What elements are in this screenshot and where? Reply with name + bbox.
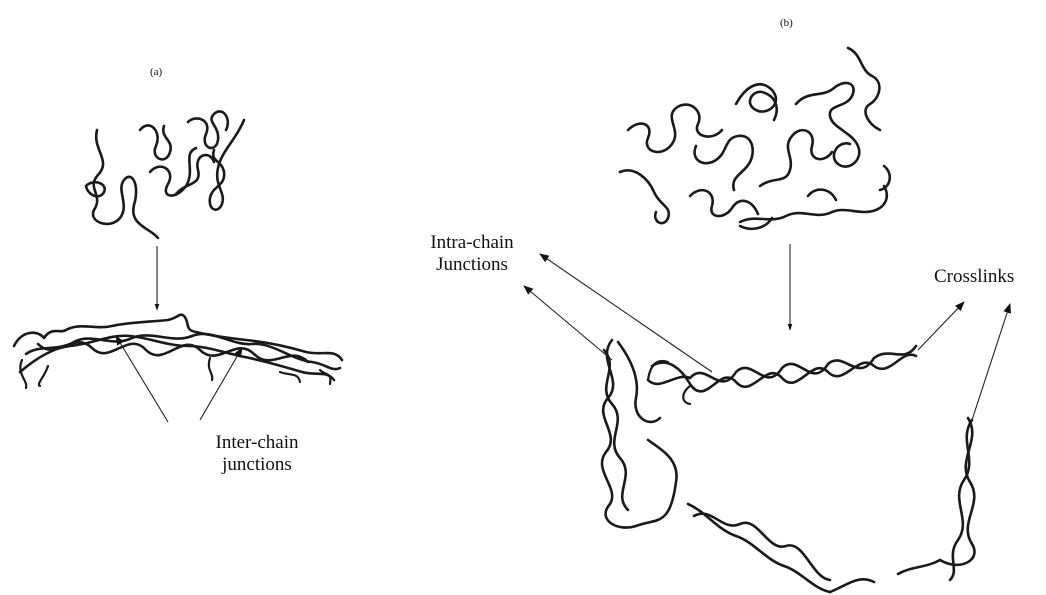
panel-a-junction-arrow-1 <box>116 336 168 422</box>
panel-b-label: (b) <box>780 17 793 30</box>
crosslinks-label: Crosslinks <box>934 266 1014 288</box>
crosslink-arrow-1 <box>918 302 964 350</box>
inter-chain-line-2: junctions <box>205 454 309 476</box>
panel-a-label: (a) <box>150 66 162 79</box>
panel-a-random-coils <box>86 111 244 238</box>
inter-chain-junctions-label: Inter-chain junctions <box>205 432 309 476</box>
crosslink-arrow-2 <box>972 304 1010 420</box>
panel-b-random-coils <box>620 48 890 229</box>
panel-a-aggregated-chains <box>14 315 342 388</box>
inter-chain-line-1: Inter-chain <box>205 432 309 454</box>
intra-chain-line-2: Junctions <box>410 254 534 276</box>
intra-chain-junctions-label: Intra-chain Junctions <box>410 232 534 276</box>
panel-a-junction-arrow-2 <box>200 348 242 420</box>
intra-chain-line-1: Intra-chain <box>410 232 534 254</box>
intra-chain-arrow-2 <box>524 286 612 360</box>
panel-b-network <box>602 340 974 592</box>
